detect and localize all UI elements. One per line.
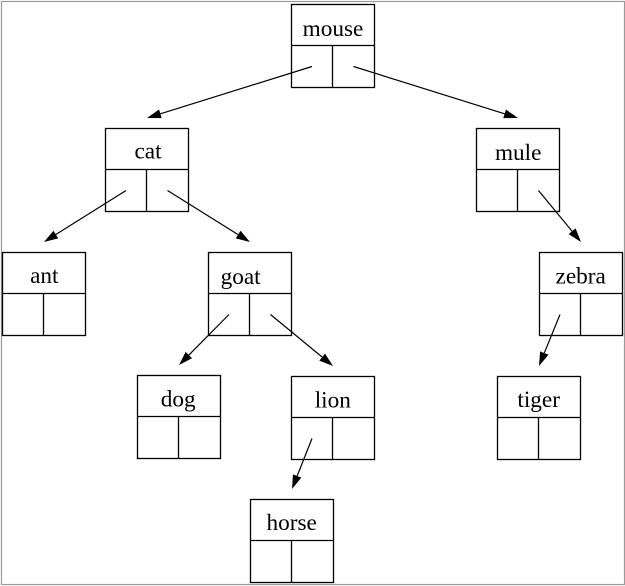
svg-text:dog: dog <box>161 387 196 413</box>
svg-text:horse: horse <box>267 510 317 536</box>
svg-text:goat: goat <box>221 264 262 290</box>
svg-text:zebra: zebra <box>556 264 606 290</box>
svg-text:lion: lion <box>315 387 352 413</box>
svg-text:mouse: mouse <box>303 16 364 42</box>
svg-text:tiger: tiger <box>517 387 560 413</box>
svg-text:mule: mule <box>495 140 542 166</box>
svg-text:ant: ant <box>30 263 59 289</box>
svg-text:cat: cat <box>134 139 162 165</box>
